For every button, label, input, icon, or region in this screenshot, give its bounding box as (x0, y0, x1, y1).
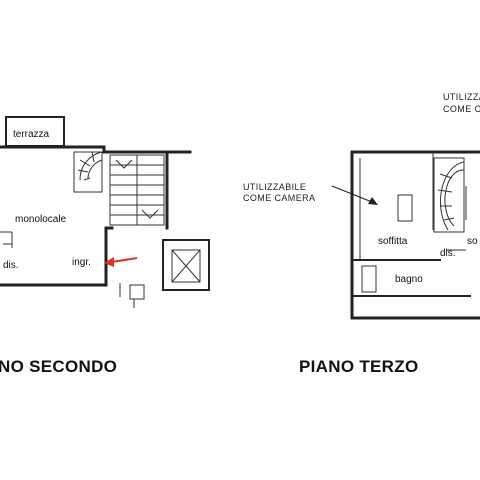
third-spiral-staircase (433, 157, 465, 233)
usable-note-arrow (331, 185, 378, 205)
main-staircase (109, 154, 165, 226)
top-note-line1: UTILIZZABILE (443, 92, 480, 102)
third-floor-plan: soffitta so dis. bagno UTILIZZABILE COME… (243, 92, 480, 376)
closet-label-third: dis. (440, 248, 456, 259)
shaft-fixture (129, 284, 145, 300)
second-floor-plan: terrazza monolocale ingr. dis. NO SECOND… (0, 116, 210, 376)
usable-note-line2: COME CAMERA (243, 193, 315, 203)
bathroom-label: bagno (395, 274, 423, 285)
elevator-shaft (162, 239, 210, 291)
studio-label: monolocale (15, 214, 67, 225)
top-note-line2: COME C (443, 104, 480, 114)
second-floor-title: NO SECONDO (0, 357, 117, 376)
attic-label: soffitta (378, 236, 408, 247)
closet-label-second: dis. (3, 260, 19, 271)
usable-note-line1: UTILIZZABILE (243, 182, 306, 192)
bathtub (361, 265, 377, 293)
terrace-label: terrazza (13, 129, 50, 140)
attic-right-label: so (467, 236, 478, 247)
skylight (397, 194, 413, 222)
entrance-arrow (104, 257, 138, 267)
entrance-label: ingr. (72, 257, 91, 268)
third-floor-title: PIANO TERZO (299, 357, 418, 376)
spiral-staircase (73, 151, 103, 193)
